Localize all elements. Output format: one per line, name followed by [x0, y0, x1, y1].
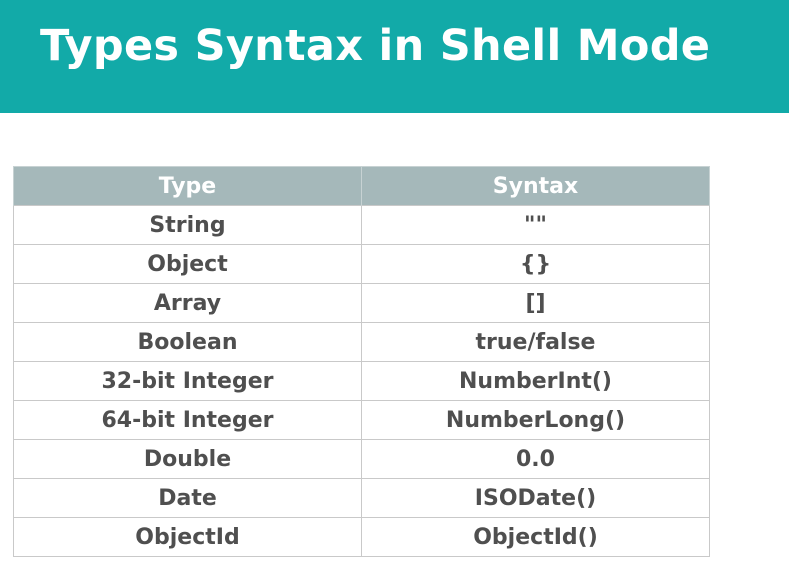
- syntax-cell: true/false: [361, 322, 710, 362]
- types-syntax-table: Type Syntax String "" Object {} Array []…: [13, 166, 710, 557]
- table-row: Object {}: [13, 244, 710, 284]
- table-row: Array []: [13, 283, 710, 323]
- type-cell: Date: [13, 478, 362, 518]
- type-cell: String: [13, 205, 362, 245]
- table-row: ObjectId ObjectId(): [13, 517, 710, 557]
- page-title: Types Syntax in Shell Mode: [40, 20, 711, 71]
- type-cell: Object: [13, 244, 362, 284]
- table-header-row: Type Syntax: [13, 166, 710, 206]
- table-row: Date ISODate(): [13, 478, 710, 518]
- syntax-cell: ObjectId(): [361, 517, 710, 557]
- column-header-syntax: Syntax: [361, 166, 710, 206]
- syntax-cell: NumberInt(): [361, 361, 710, 401]
- table-row: Boolean true/false: [13, 322, 710, 362]
- type-cell: ObjectId: [13, 517, 362, 557]
- table-row: String "": [13, 205, 710, 245]
- type-cell: Array: [13, 283, 362, 323]
- column-header-type: Type: [13, 166, 362, 206]
- table-row: 64-bit Integer NumberLong(): [13, 400, 710, 440]
- type-cell: 64-bit Integer: [13, 400, 362, 440]
- syntax-cell: {}: [361, 244, 710, 284]
- table-row: 32-bit Integer NumberInt(): [13, 361, 710, 401]
- table-row: Double 0.0: [13, 439, 710, 479]
- syntax-cell: ISODate(): [361, 478, 710, 518]
- type-cell: Boolean: [13, 322, 362, 362]
- type-cell: 32-bit Integer: [13, 361, 362, 401]
- syntax-cell: 0.0: [361, 439, 710, 479]
- syntax-cell: "": [361, 205, 710, 245]
- title-banner: Types Syntax in Shell Mode: [0, 0, 789, 113]
- syntax-cell: []: [361, 283, 710, 323]
- type-cell: Double: [13, 439, 362, 479]
- syntax-cell: NumberLong(): [361, 400, 710, 440]
